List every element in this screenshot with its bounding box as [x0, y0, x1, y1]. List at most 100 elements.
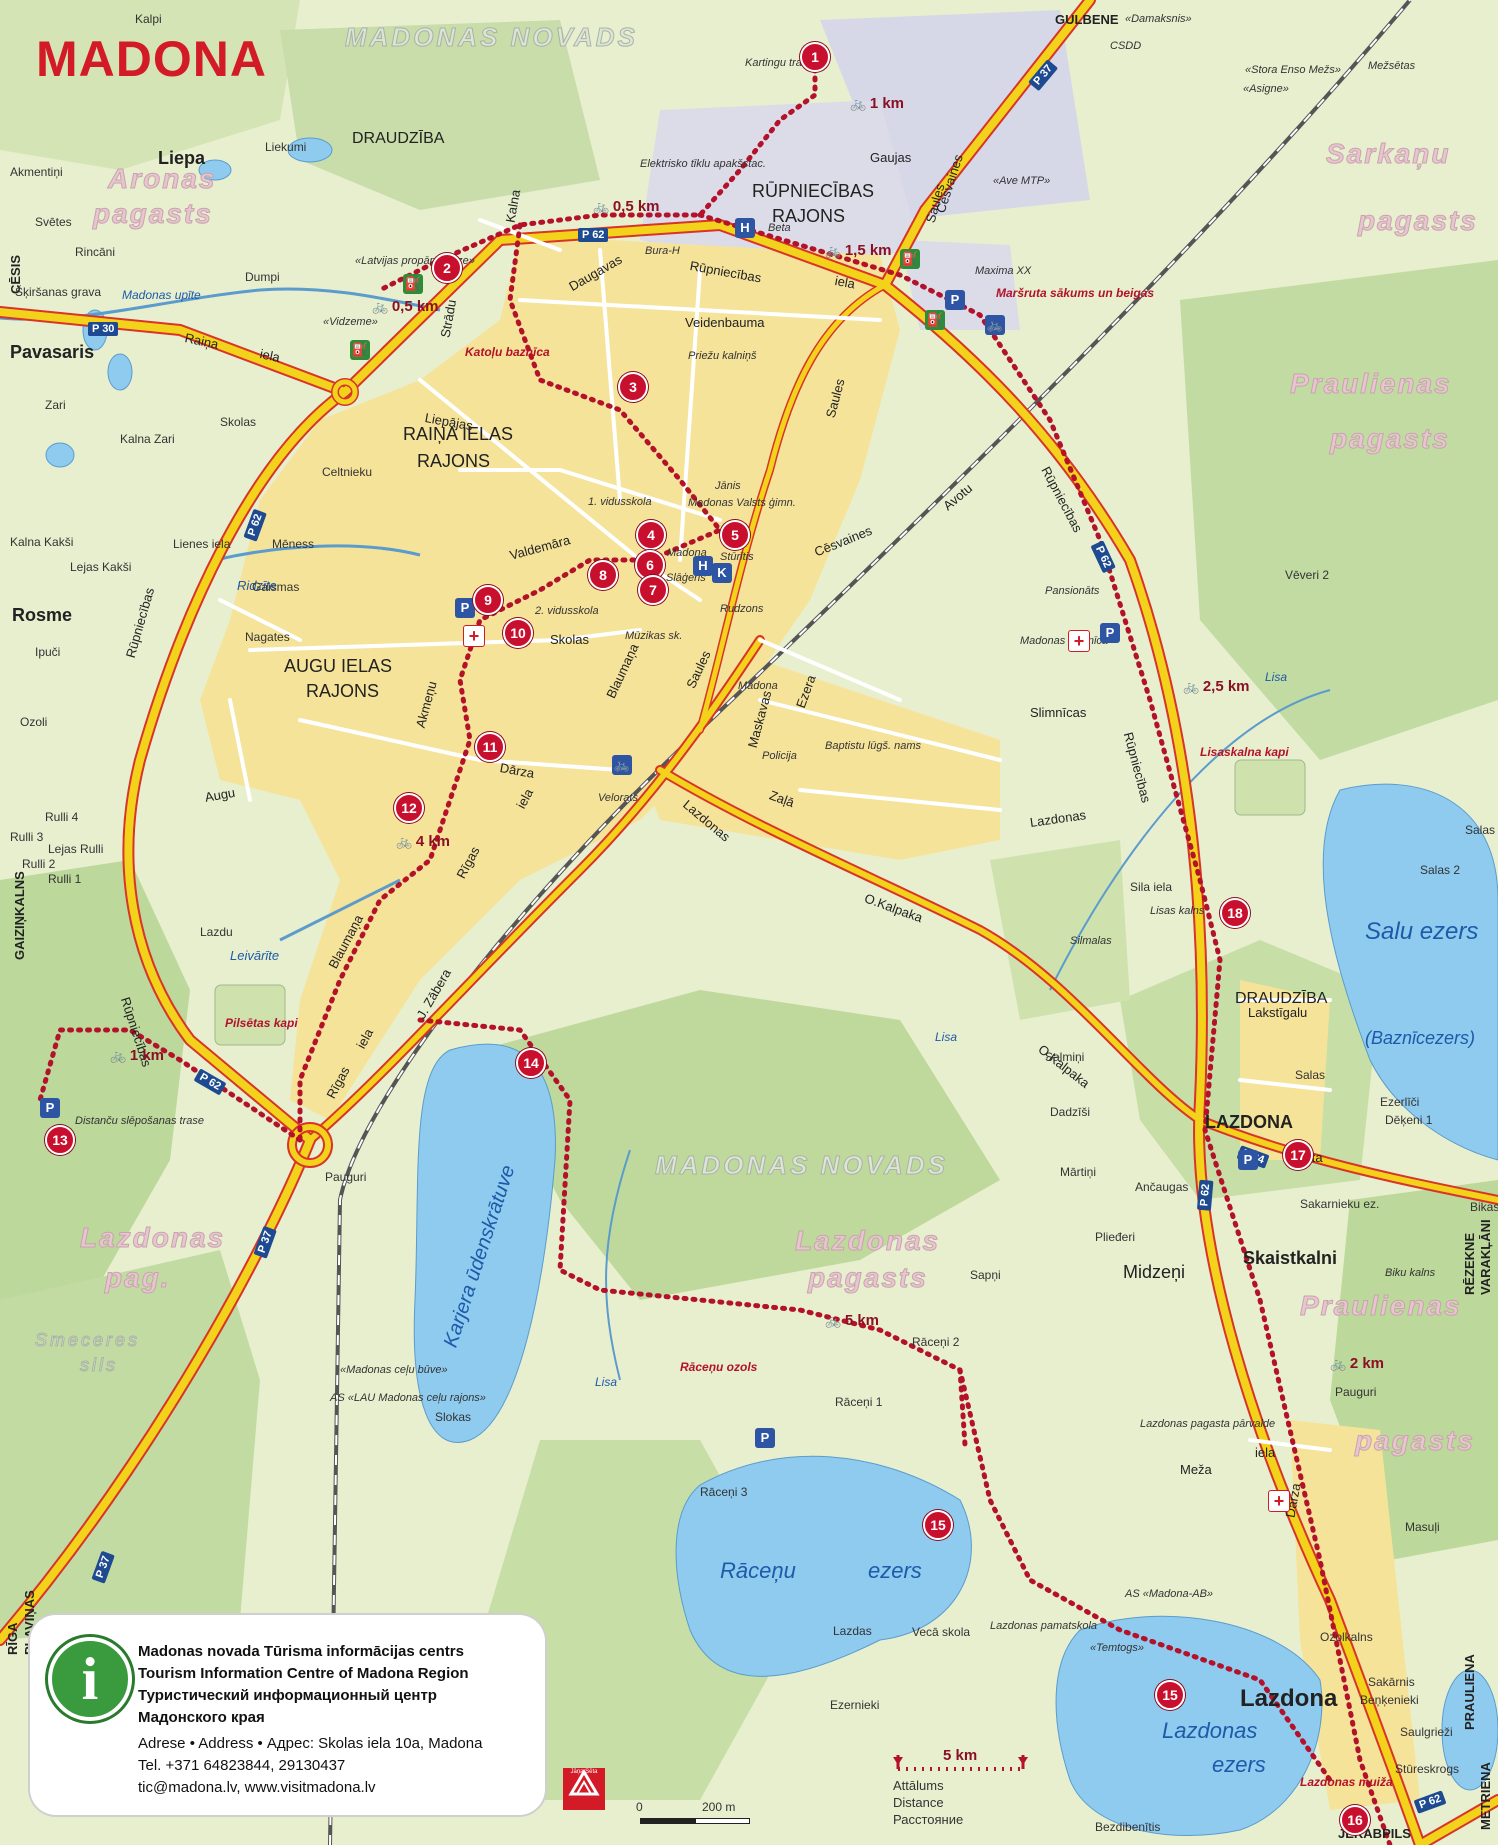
road-p62-top: P 62	[578, 228, 609, 242]
route-distance-d4: 🚲 4 km	[396, 833, 450, 850]
route-point-marker-m5[interactable]: 5	[720, 520, 750, 550]
place-label-liekumi: Liekumi	[265, 140, 307, 154]
route-point-marker-m10[interactable]: 10	[503, 618, 533, 648]
place-label-nagates: Nagates	[245, 630, 290, 644]
river-lisa-2: Lisa	[935, 1030, 958, 1044]
road-p62-bottom: P 62	[1196, 1179, 1214, 1211]
place-label-celtnieku: Celtnieku	[322, 465, 373, 479]
place-label-salmini: Salmiņi	[1045, 1050, 1085, 1064]
poi-label-slimnica: Madonas slimnīca	[1020, 635, 1109, 647]
route-point-marker-m12[interactable]: 12	[394, 793, 424, 823]
admin-aronas-2: pagasts	[93, 198, 213, 230]
poi-label-rudzons: Rudzons	[720, 603, 764, 615]
route-point-marker-m15a[interactable]: 15	[923, 1510, 953, 1540]
legend-phone: Tel. +371 64823844, 29130437	[138, 1757, 346, 1774]
fuel-station-icon: ⛽	[925, 310, 945, 330]
route-point-marker-m15b[interactable]: 15	[1155, 1680, 1185, 1710]
poi-label-mezstetas: Mežsētas	[1368, 60, 1416, 72]
map-title: MADONA	[36, 31, 267, 87]
poi-label-katolu: Katoļu baznīca	[465, 345, 550, 359]
poi-label-temtogs: «Temtogs»	[1090, 1642, 1145, 1654]
route-point-marker-m6[interactable]: 6	[635, 550, 665, 580]
place-label-raceni2: Rāceņi 2	[912, 1335, 960, 1349]
route-point-marker-m17[interactable]: 17	[1283, 1140, 1313, 1170]
street-label-iela_top: iela	[833, 273, 857, 292]
route-point-marker-m8[interactable]: 8	[588, 560, 618, 590]
poi-label-vidusskola1: 1. vidusskola	[588, 496, 652, 508]
poi-label-velorats: Velorats	[598, 792, 638, 804]
place-label-benkenieki: Beņķenieki	[1360, 1693, 1419, 1707]
scale-zero: 0	[636, 1800, 643, 1814]
road-p30: P 30	[88, 322, 119, 336]
edge-gaizinkalns: GAIZIŅKALNS	[12, 871, 27, 960]
parking-icon: P	[1238, 1150, 1258, 1170]
route-distance-d5: 🚲 5 km	[825, 1312, 879, 1329]
admin-smeceres-2: sils	[80, 1355, 118, 1376]
route-point-marker-m14[interactable]: 14	[516, 1048, 546, 1078]
scale-label: 200 m	[702, 1800, 736, 1814]
poi-label-janis: Jānis	[715, 480, 741, 492]
route-point-marker-m4[interactable]: 4	[636, 520, 666, 550]
river-ridzite: Ridzīte	[237, 578, 277, 593]
route-distance-d15: 🚲 1,5 km	[825, 242, 892, 259]
place-label-rincani: Rincāni	[75, 245, 116, 259]
street-label-veidenbauma: Veidenbauma	[685, 315, 765, 330]
admin-praulienas-1: Praulienas	[1290, 368, 1452, 400]
poi-label-muzikas: Mūzikas sk.	[625, 630, 683, 642]
parking-icon: P	[40, 1098, 60, 1118]
poi-label-csdd: CSDD	[1110, 40, 1142, 52]
route-point-marker-m3[interactable]: 3	[618, 372, 648, 402]
poi-label-lau: AS «LAU Madonas ceļu rajons»	[330, 1392, 486, 1404]
river-lisa-1: Lisa	[1265, 670, 1288, 684]
route-point-marker-m7[interactable]: 7	[638, 575, 668, 605]
district-rupniecibas-1: RŪPNIECĪBAS	[752, 181, 875, 201]
fuel-station-icon: ⛽	[900, 249, 920, 269]
poi-label-distancu: Distanču slēpošanas trase	[75, 1115, 205, 1127]
place-label-sakarnis: Sakārnis	[1368, 1675, 1415, 1689]
street-label-gaujas: Gaujas	[870, 150, 912, 165]
place-label-dumpi: Dumpi	[245, 270, 280, 284]
poi-label-maxima: Maxima XX	[975, 265, 1032, 277]
medical-cross-icon: +	[1268, 1490, 1290, 1512]
place-label-veveri2: Vēveri 2	[1285, 568, 1330, 582]
place-label-lazdu: Lazdu	[200, 925, 233, 939]
poi-label-policija: Policija	[762, 750, 797, 762]
poi-label-baptistu: Baptistu lūgš. nams	[825, 740, 921, 752]
street-label-skolas: Skolas	[550, 632, 590, 647]
village-lazdona-mid: LAZDONA	[1205, 1112, 1293, 1132]
place-label-stureskrogs: Stūreskrogs	[1395, 1762, 1460, 1776]
distance-legend: 5 km Attālums Distance Расстояние	[893, 1745, 1033, 1835]
bicycle-icon: 🚲	[593, 199, 613, 214]
admin-smeceres-1: Smeceres	[34, 1330, 141, 1351]
place-label-pliederi: Plieđeri	[1095, 1230, 1136, 1244]
route-point-marker-m1[interactable]: 1	[800, 42, 830, 72]
legend-line-2: Tourism Information Centre of Madona Reg…	[138, 1665, 469, 1682]
poi-label-silmalas: Silmalas	[1070, 935, 1112, 947]
place-label-ancaugas: Ančaugas	[1135, 1180, 1189, 1194]
admin-madonas-novads-top: MADONAS NOVADS	[345, 22, 638, 53]
route-point-marker-m13[interactable]: 13	[45, 1125, 75, 1155]
legend-contacts[interactable]: tic@madona.lv, www.visitmadona.lv	[138, 1779, 376, 1796]
place-label-svetes: Svētes	[35, 215, 72, 229]
place-label-rulli4: Rulli 4	[45, 810, 79, 824]
route-point-marker-m18[interactable]: 18	[1220, 898, 1250, 928]
river-leivarite: Leivārīte	[230, 948, 280, 963]
admin-praulienas2-1: Praulienas	[1300, 1290, 1462, 1322]
place-label-raceni3: Rāceņi 3	[700, 1485, 748, 1499]
place-label-ozoli: Ozoli	[20, 715, 48, 729]
route-point-marker-m9[interactable]: 9	[473, 585, 503, 615]
poi-label-kartingu: Kartingu trase	[745, 57, 814, 69]
distance-legend-route	[893, 1755, 1028, 1771]
place-label-dekeni: Dēķeni 1	[1385, 1113, 1433, 1127]
route-point-marker-m2[interactable]: 2	[432, 253, 462, 283]
admin-lazdonas-pagasts-1: Lazdonas	[794, 1225, 941, 1257]
route-point-marker-m11[interactable]: 11	[475, 732, 505, 762]
street-label-iela_meza: iela	[1255, 1445, 1276, 1460]
tourism-info-legend: i Madonas novada Tūrisma informācijas ce…	[30, 1615, 545, 1815]
place-label-lejas_rulli: Lejas Rulli	[48, 842, 104, 856]
place-label-menes: Mēness	[272, 537, 315, 551]
medical-cross-icon: +	[1068, 630, 1090, 652]
place-label-ozolkalns: Ozolkalns	[1320, 1630, 1373, 1644]
route-point-marker-m16[interactable]: 16	[1340, 1805, 1370, 1835]
